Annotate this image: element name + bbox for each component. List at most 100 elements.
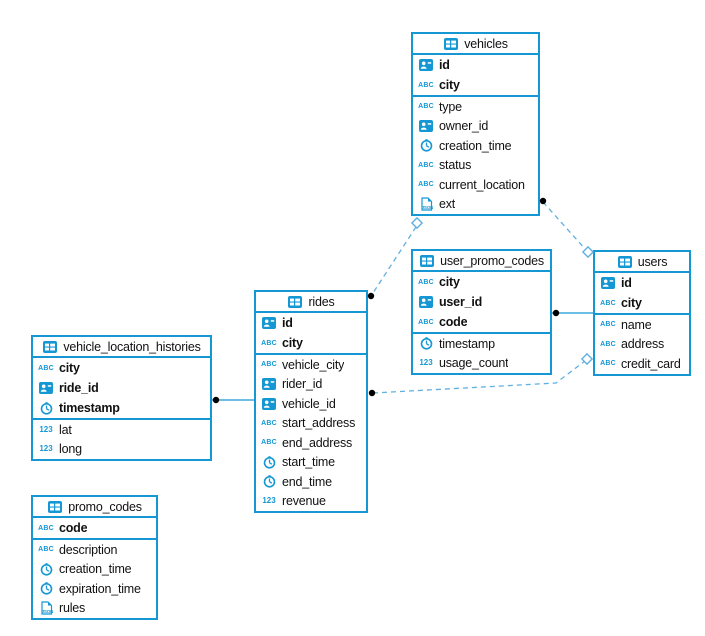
string-icon: ABC [261, 439, 277, 447]
field-current_location[interactable]: ABC current_location [413, 175, 538, 195]
time-icon [38, 401, 54, 415]
field-expiration_time[interactable]: expiration_time [33, 579, 156, 599]
id-icon [38, 382, 54, 394]
table-header-user_promo_codes[interactable]: user_promo_codes [413, 251, 550, 272]
relationship-vehicles-rides[interactable] [370, 226, 417, 297]
field-name: start_time [282, 455, 335, 470]
field-timestamp[interactable]: timestamp [33, 398, 210, 418]
field-creation_time[interactable]: creation_time [413, 136, 538, 156]
table-header-users[interactable]: users [595, 252, 689, 273]
id-icon [418, 59, 434, 71]
field-start_time[interactable]: start_time [256, 453, 366, 473]
time-icon [418, 139, 434, 152]
field-user_id[interactable]: user_id [413, 292, 550, 312]
table-header-vehicle_location_histories[interactable]: vehicle_location_histories [33, 337, 210, 358]
field-owner_id[interactable]: owner_id [413, 117, 538, 137]
field-ext[interactable]: JSON ext [413, 195, 538, 215]
field-name: current_location [439, 177, 525, 192]
field-creation_time[interactable]: creation_time [33, 560, 156, 580]
svg-text:JSON: JSON [421, 205, 433, 210]
field-name: type [439, 99, 462, 114]
time-icon [418, 337, 434, 350]
field-name: code [59, 521, 88, 535]
field-id[interactable]: id [256, 313, 366, 333]
field-name: ext [439, 197, 456, 212]
id-icon [418, 120, 434, 133]
field-name: ride_id [59, 381, 99, 395]
field-name: long [59, 442, 82, 457]
relationship-vehicles-users[interactable] [542, 201, 587, 251]
field-name: status [439, 158, 472, 173]
connector-diamond [580, 352, 594, 366]
json-icon: JSON [38, 601, 54, 615]
field-id[interactable]: id [413, 55, 538, 75]
number-icon: 123 [262, 496, 276, 506]
table-title: rides [308, 294, 335, 309]
field-name: end_time [282, 474, 332, 489]
field-name: description [59, 542, 118, 557]
connector-dot [212, 396, 220, 404]
string-icon: ABC [418, 181, 434, 189]
field-name: address [621, 337, 665, 352]
table-icon [617, 255, 633, 268]
field-address[interactable]: ABC address [595, 335, 689, 355]
time-icon [38, 562, 54, 576]
field-vehicle_id[interactable]: vehicle_id [256, 394, 366, 414]
connector-dot [368, 389, 376, 397]
field-rider_id[interactable]: rider_id [256, 375, 366, 395]
table-icon [443, 37, 459, 50]
field-description[interactable]: ABC description [33, 540, 156, 560]
table-header-rides[interactable]: rides [256, 292, 366, 313]
number-icon: 123 [39, 424, 53, 434]
field-id[interactable]: id [595, 273, 689, 293]
string-icon: ABC [600, 299, 616, 307]
table-icon [419, 254, 435, 267]
field-timestamp[interactable]: timestamp [413, 334, 550, 354]
string-icon: ABC [418, 278, 434, 286]
connector-dot [552, 309, 560, 317]
json-icon: JSON [418, 197, 434, 211]
field-name: creation_time [439, 138, 512, 153]
table-icon [47, 500, 63, 513]
field-name: rider_id [282, 377, 323, 392]
time-icon [38, 582, 54, 595]
table-header-vehicles[interactable]: vehicles [413, 34, 538, 55]
string-icon: ABC [600, 340, 616, 348]
table-header-promo_codes[interactable]: promo_codes [33, 497, 156, 518]
string-icon: ABC [38, 546, 54, 554]
field-name: name [621, 317, 652, 332]
field-ride_id[interactable]: ride_id [33, 378, 210, 398]
field-end_time[interactable]: end_time [256, 472, 366, 492]
